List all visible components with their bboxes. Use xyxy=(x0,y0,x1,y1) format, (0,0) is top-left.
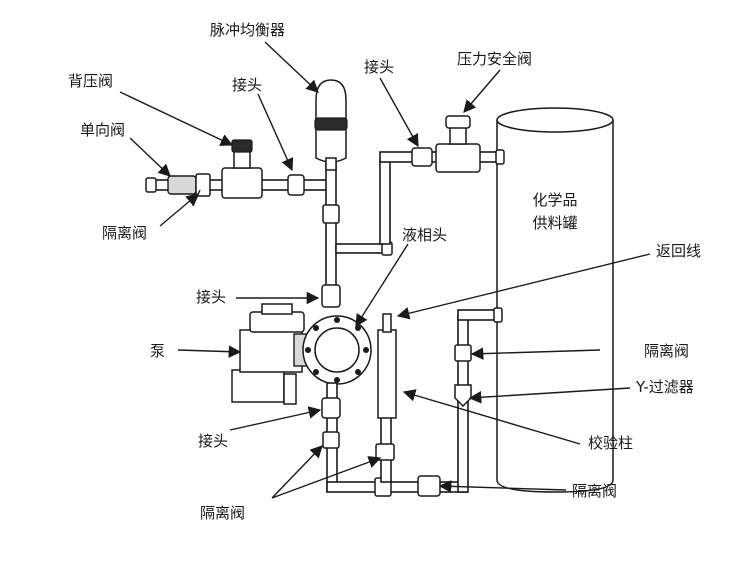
label-isolation-valve-bottom-right: 隔离阀 xyxy=(572,482,617,500)
label-back-pressure-valve: 背压阀 xyxy=(68,72,113,90)
label-connector-bottom: 接头 xyxy=(198,432,228,450)
label-connector-mid: 接头 xyxy=(196,288,226,306)
back-pressure-valve-body xyxy=(221,167,263,199)
label-y-strainer: Y-过滤器 xyxy=(635,378,694,396)
label-pulsation-dampener: 脉冲均衡器 xyxy=(210,21,285,39)
label-calibration-column: 校验柱 xyxy=(588,434,633,452)
y-strainer-body xyxy=(454,384,472,408)
label-pressure-relief-valve: 压力安全阀 xyxy=(457,50,532,68)
label-connector-top-left: 接头 xyxy=(232,76,262,94)
calibration-column-body xyxy=(377,329,397,419)
check-valve-body xyxy=(167,175,197,195)
label-connector-top-right: 接头 xyxy=(364,58,394,76)
pulsation-dampener-body xyxy=(314,79,348,171)
label-isolation-valve-top: 隔离阀 xyxy=(102,224,147,242)
label-check-valve: 单向阀 xyxy=(80,121,125,139)
tank-label-line1: 化学品 xyxy=(532,191,577,209)
label-liquid-end: 液相头 xyxy=(402,226,447,244)
pressure-relief-valve-body xyxy=(435,143,481,173)
suction-line xyxy=(321,307,503,497)
labels: 脉冲均衡器 背压阀 接头 接头 压力安全阀 单向阀 隔离阀 液相头 返回线 接头… xyxy=(68,21,701,522)
connector-bottom-body xyxy=(321,397,341,419)
leader-lines xyxy=(119,41,651,499)
label-isolation-valve-right: 隔离阀 xyxy=(644,342,689,360)
connector-top-body xyxy=(287,174,305,196)
chemical-supply-tank: 化学品 供料罐 xyxy=(496,107,614,493)
connector-mid-body xyxy=(321,284,341,308)
tank-label-line2: 供料罐 xyxy=(532,214,577,232)
discharge-line-top xyxy=(145,139,336,207)
label-isolation-valve-bottom-left: 隔离阀 xyxy=(200,504,245,522)
label-return-line: 返回线 xyxy=(656,242,701,260)
discharge-pipe-vertical xyxy=(314,79,393,308)
label-pump: 泵 xyxy=(150,342,165,360)
pump-body xyxy=(231,303,372,405)
relief-line xyxy=(379,115,505,245)
